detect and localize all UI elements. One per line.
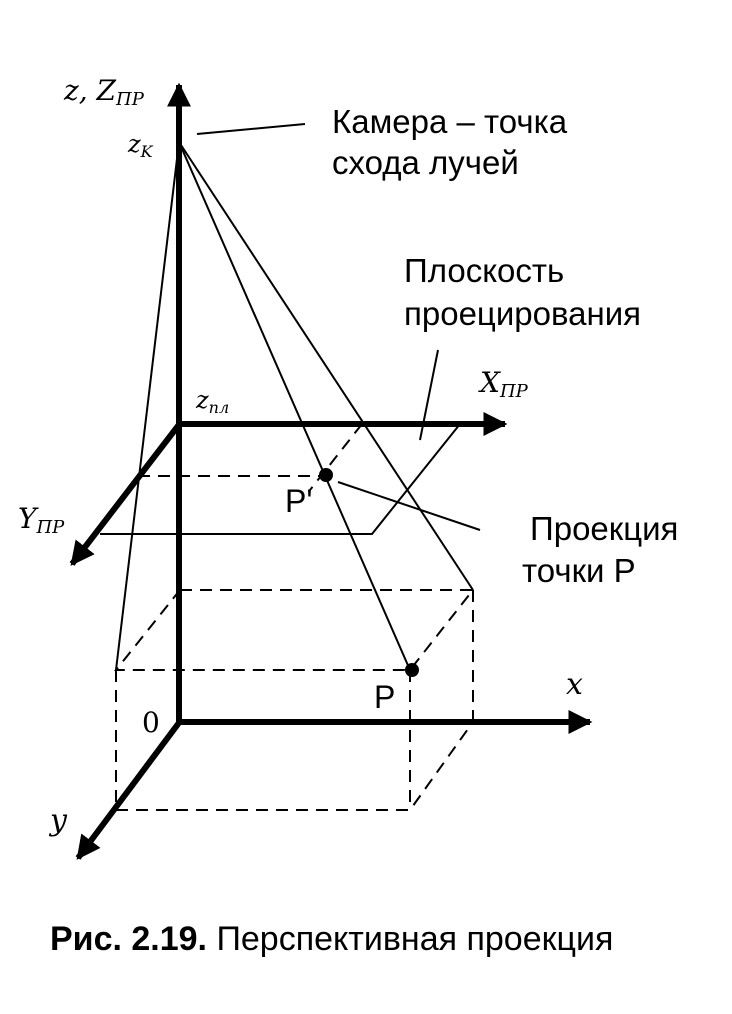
y-proj-label: YПР <box>18 502 65 538</box>
point-p-dot <box>405 663 419 677</box>
camera-leader <box>196 123 306 135</box>
projection-plane-edge <box>100 423 461 535</box>
x-axis-label: x <box>566 667 583 702</box>
figure-caption: Рис. 2.19. Перспективная проекция <box>50 920 613 958</box>
ray-to-box-left <box>115 141 180 671</box>
y-axis-label: y <box>48 803 68 838</box>
projection-annotation-line2: точки P <box>522 552 636 589</box>
plane-leader <box>419 349 439 441</box>
plane-annotation-line2: проецирования <box>404 295 641 332</box>
zpl-label: zпл <box>195 386 229 417</box>
zk-label: zK <box>127 130 154 161</box>
z-axis-label: z, ZПР <box>63 74 145 110</box>
projection-annotation-line1: Проекция <box>530 510 678 547</box>
plane-annotation-line1: Плоскость <box>404 252 564 289</box>
point-p-label: P <box>374 679 395 715</box>
ray-through-p-prime <box>178 141 411 671</box>
x-proj-label: XПР <box>478 366 529 402</box>
y-axis <box>75 718 184 860</box>
ray-to-box-corner <box>178 141 474 591</box>
camera-annotation-line1: Камера – точка <box>332 103 568 140</box>
projection-leader <box>337 481 481 531</box>
point-p-prime-dot <box>319 468 333 482</box>
box-top-face <box>113 589 476 671</box>
projection-plane-dashed-side <box>309 423 363 491</box>
box-bottom-face <box>116 721 474 811</box>
point-p-prime-label: P' <box>285 483 312 519</box>
origin-label: 0 <box>142 706 160 739</box>
y-proj-axis <box>69 420 184 566</box>
camera-annotation-line2: схода лучей <box>332 144 519 181</box>
